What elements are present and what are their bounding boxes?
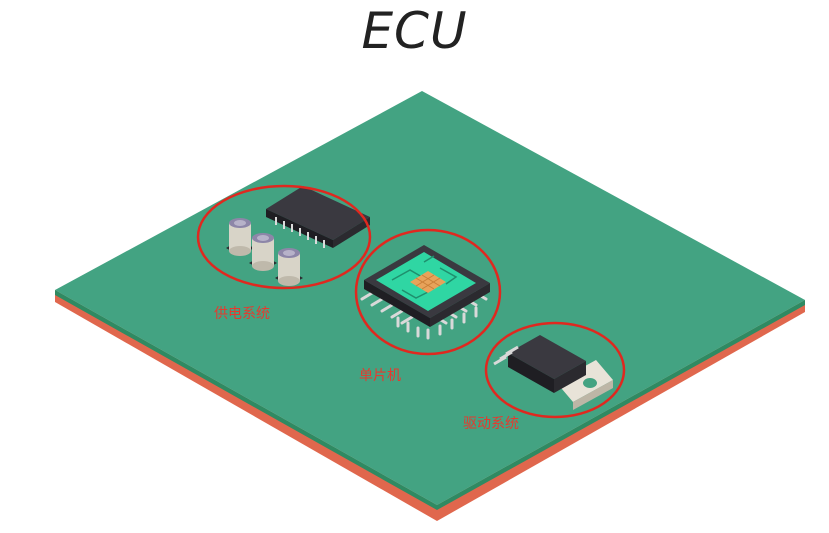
soic-chip-icon xyxy=(266,186,370,248)
highlight-circle-mcu xyxy=(354,228,502,356)
capacitor-icon xyxy=(275,248,303,286)
label-power-system: 供电系统 xyxy=(214,306,270,322)
diagram-title: ECU xyxy=(361,2,468,60)
board-side-left-green xyxy=(55,290,437,510)
label-mcu: 单片机 xyxy=(359,368,401,384)
qfp-mcu-icon xyxy=(360,245,490,340)
board-side-right-green xyxy=(437,300,805,510)
capacitor-icon xyxy=(249,233,277,271)
label-drive-system: 驱动系统 xyxy=(463,416,519,432)
capacitor-icon xyxy=(226,218,254,256)
to220-transistor-icon xyxy=(493,335,613,410)
highlight-circle-drive xyxy=(484,321,626,419)
highlight-circle-power xyxy=(196,184,372,290)
